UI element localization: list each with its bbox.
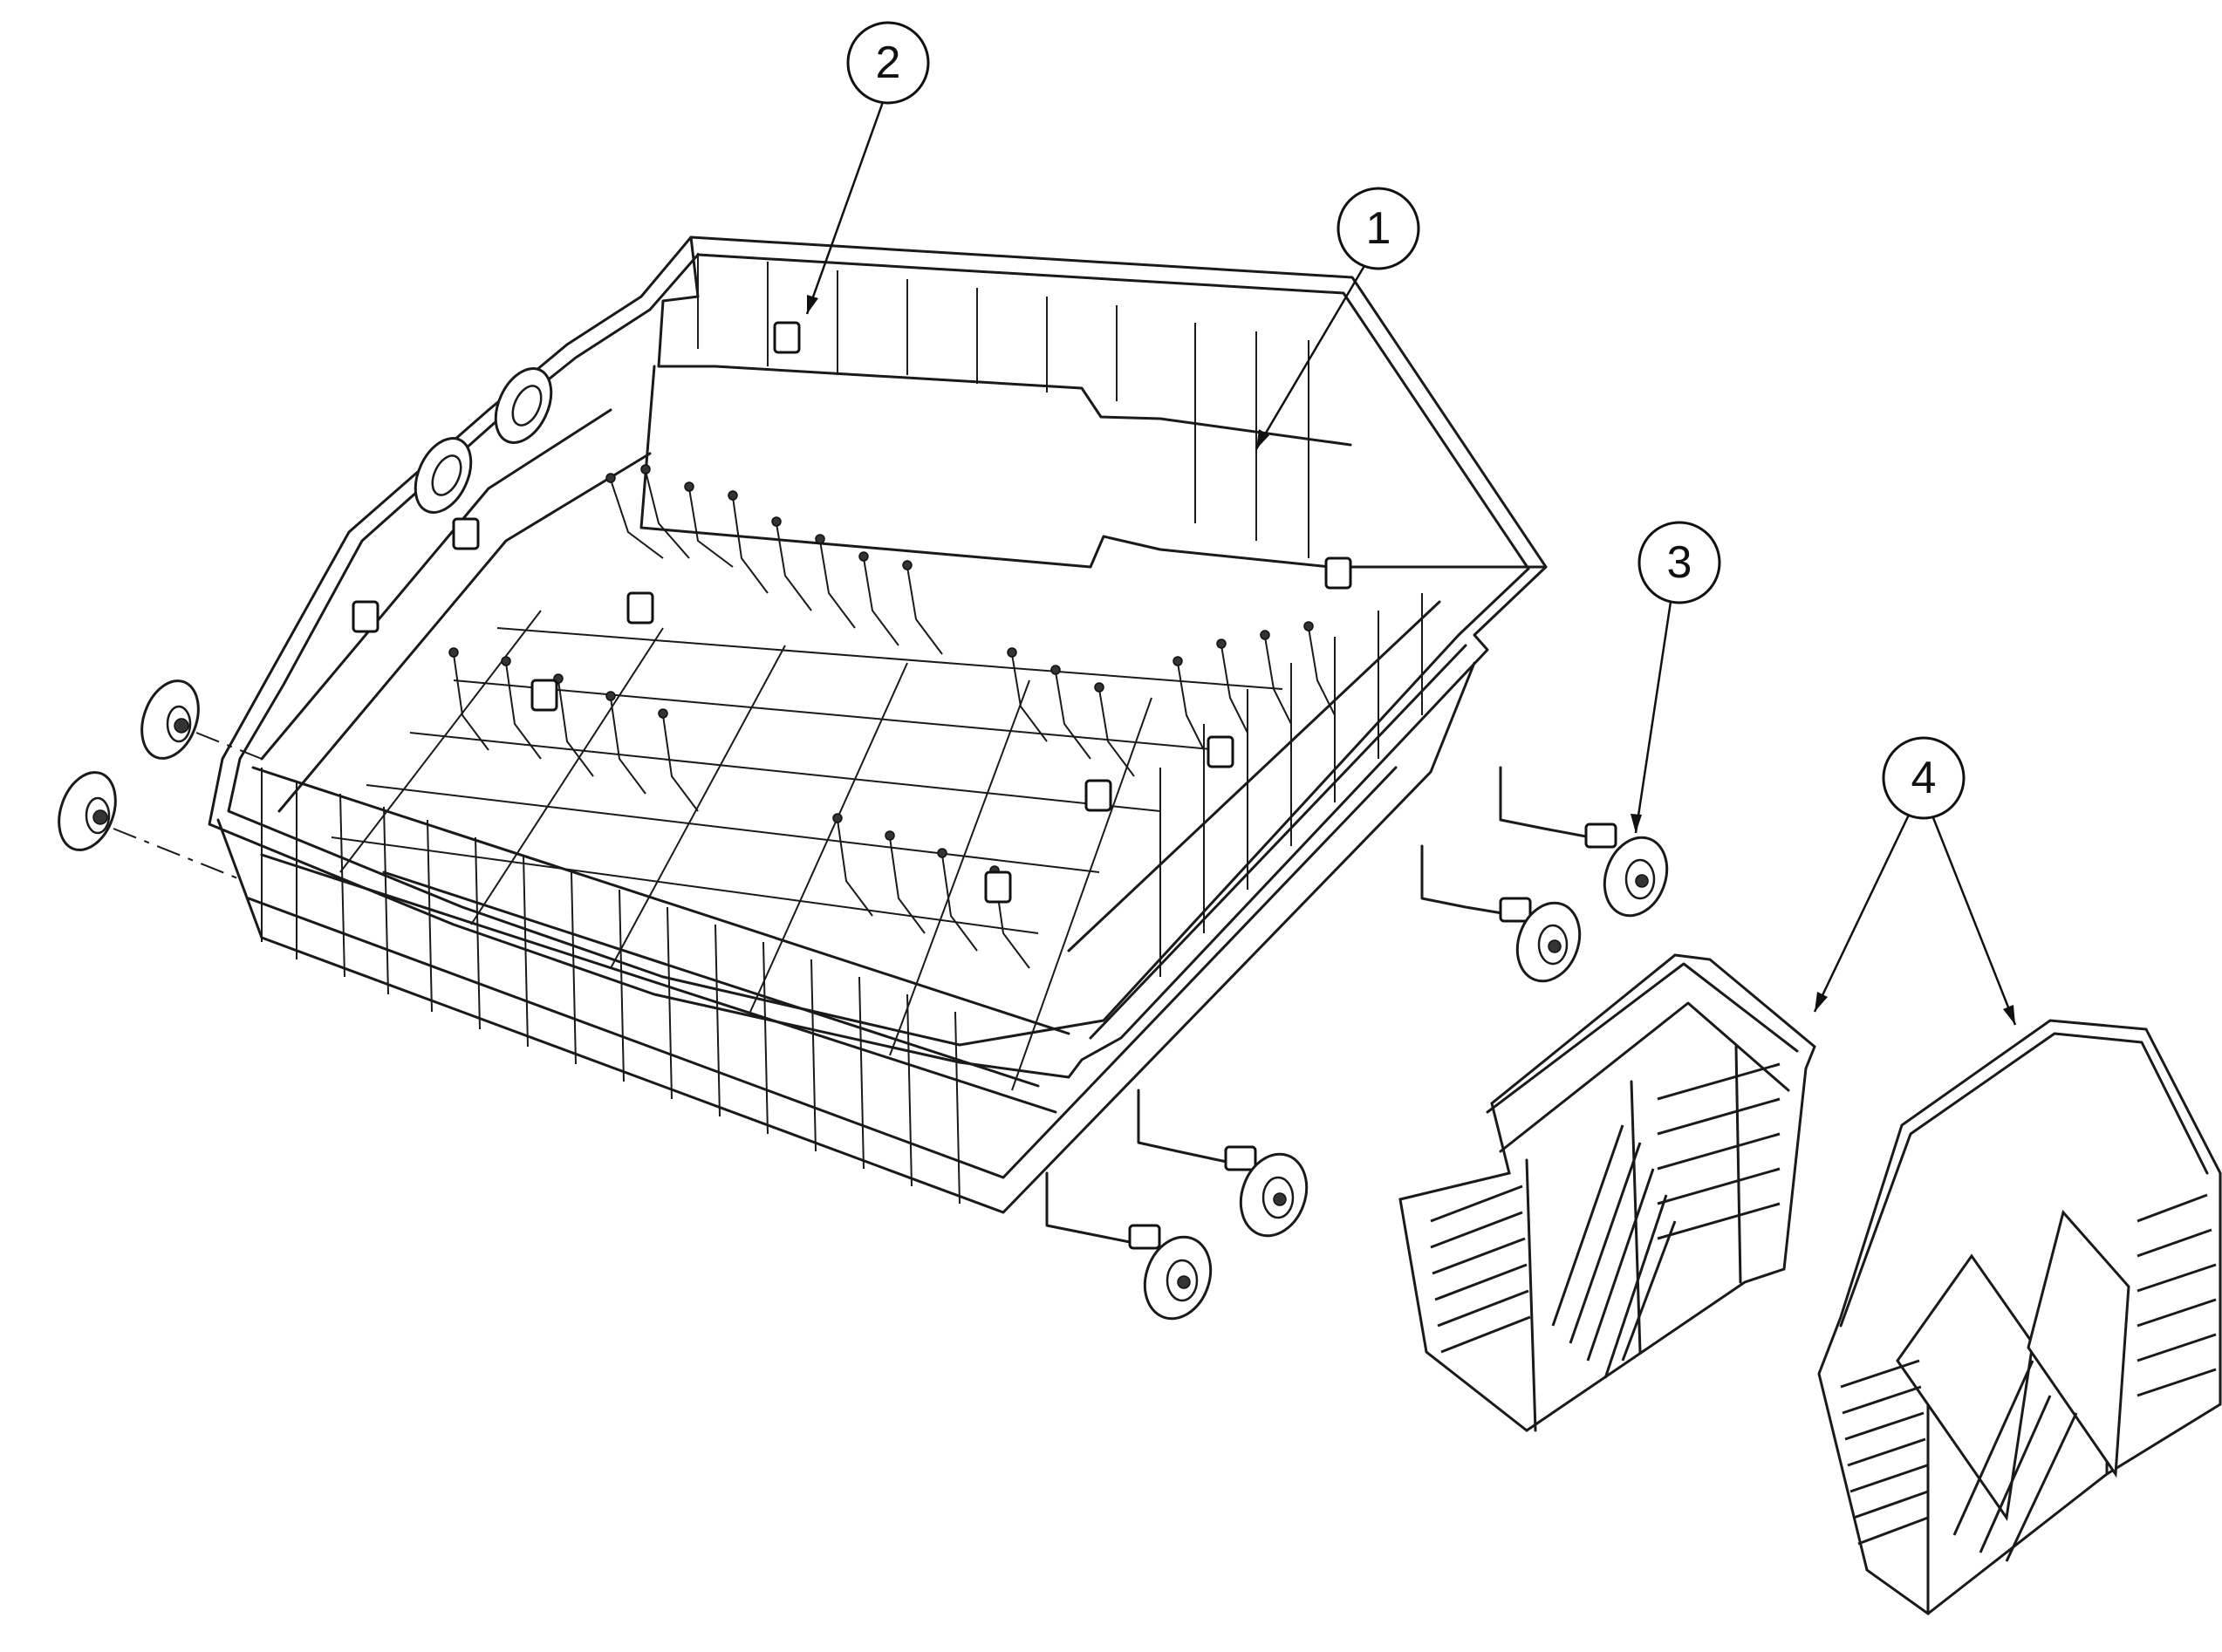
rack-tine-clips — [352, 321, 1352, 904]
wheel-front-left-1 — [140, 679, 200, 760]
callout-1[interactable]: 1 — [1255, 187, 1420, 450]
callout-4-label: 4 — [1911, 753, 1937, 803]
silverware-basket-left — [1398, 953, 1816, 1432]
silverware-basket-right — [1817, 1019, 2222, 1615]
rack-front-rail — [251, 766, 1070, 1114]
rack-dish-tines — [448, 464, 1336, 969]
wheel-back-left-2 — [414, 437, 473, 514]
basket-right-hatch — [1840, 1193, 2217, 1562]
callout-3-label: 3 — [1667, 537, 1692, 588]
callout-1-label: 1 — [1366, 203, 1391, 254]
callout-2[interactable]: 2 — [805, 21, 930, 315]
wheel-right-2 — [1420, 844, 1582, 983]
basket-left-hatch — [1430, 1062, 1781, 1379]
callout-3[interactable]: 3 — [1631, 521, 1721, 834]
rack-bottom-frame-inner — [247, 766, 1398, 1179]
wheel-axis-line-1 — [195, 732, 263, 760]
lower-rack — [208, 236, 1548, 1214]
rack-wheels — [58, 367, 1669, 1321]
callout-2-label: 2 — [876, 38, 901, 88]
rack-top-rim — [208, 236, 1548, 1079]
wheel-front-right-2 — [1045, 1171, 1213, 1321]
wheel-back-left-1 — [494, 367, 553, 444]
callout-2-circle — [846, 21, 930, 105]
wheel-front-right-1 — [1137, 1089, 1309, 1238]
rack-back-wall-lower — [639, 365, 1548, 569]
wheel-right-1 — [1499, 766, 1669, 918]
rack-top-rim-inner — [227, 253, 1530, 1047]
wheel-axis-line-2 — [113, 828, 245, 882]
rack-floor-grid — [331, 610, 1283, 1091]
callout-1-circle — [1337, 187, 1420, 270]
callout-4-circle — [1882, 736, 1966, 820]
rack-back-wall — [657, 236, 1352, 447]
rack-bottom-frame — [216, 661, 1476, 1214]
rack-side-rail-right — [1067, 600, 1467, 1040]
basket-right-divider-2 — [2027, 1209, 2130, 1478]
rack-side-rail-left — [260, 408, 652, 813]
rack-side-tines — [261, 253, 1423, 1205]
callout-3-circle — [1637, 521, 1721, 604]
callout-4[interactable]: 4 — [1813, 736, 2017, 1026]
wheel-front-left-2 — [58, 771, 117, 851]
